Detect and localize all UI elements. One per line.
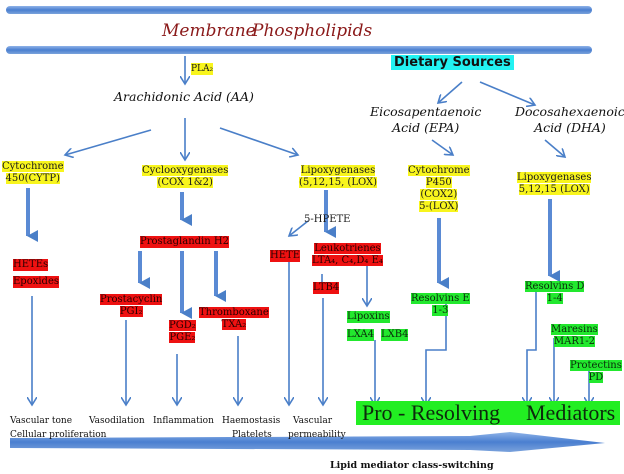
lox-line1: Lipoxygenases [300, 165, 376, 176]
lxa4: LXA4 [347, 329, 374, 341]
outcome-permeability: permeability [288, 430, 346, 440]
prostacyclin-line2: PGI₂ [119, 306, 143, 317]
cox-line1: Cyclooxygenases [142, 165, 229, 176]
resolvins-d-line2: 1-4 [546, 293, 563, 304]
epa-enz-line1: Cytochrome [408, 165, 470, 176]
epa-enz-line3: (COX2) [420, 189, 458, 200]
lox-line2: (5,12,15, (LOX) [299, 177, 378, 188]
thromboxane-line2: TXA₂ [221, 319, 247, 330]
epa-enz-line2: P450 [425, 177, 452, 188]
membrane-bar-top [6, 6, 592, 14]
pro-resolving-mediators-banner: Pro - Resolving Mediators [356, 401, 620, 425]
enzyme-lox: Lipoxygenases(5,12,15, (LOX) [299, 165, 378, 189]
resolvins-e-line1: Resolvins E [411, 293, 470, 304]
epoxides: Epoxides [13, 276, 60, 288]
title-membrane: Membrane [162, 21, 256, 41]
outcome-cellular-proliferation: Cellular proliferation [10, 430, 107, 440]
hpete-label: 5-HPETE [304, 214, 351, 225]
maresins-line1: Maresins [551, 324, 598, 335]
pge2: PGE₂ [169, 332, 196, 343]
prostacyclin-line1: Prostacyclin [100, 294, 163, 305]
dha-enz-line2: 5,12,15 (LOX) [518, 184, 590, 195]
mediators-text: Mediators [526, 400, 616, 425]
pgd2: PGD₂ [169, 320, 196, 331]
class-switching-arrow [10, 432, 605, 452]
outcome-vasodilation: Vasodilation [89, 416, 145, 426]
enzyme-pla2: PLA₂ [191, 63, 214, 75]
epa-line1: Eicosapentaenoic [370, 104, 482, 119]
membrane-bar-bottom [6, 46, 592, 54]
leukotrienes-line1: Leukotrienes [314, 243, 381, 254]
dha-line2: Acid (DHA) [534, 120, 606, 135]
hete: HETE [270, 250, 300, 262]
resolvins-d-line1: Resolvins D [525, 281, 585, 292]
outcome-vascular-tone: Vascular tone [10, 416, 73, 426]
lxb4: LXB4 [381, 329, 409, 341]
arachidonic-acid: Arachidonic Acid (AA) [114, 89, 254, 104]
footer-class-switching: Lipid mediator class-switching [330, 460, 494, 471]
thromboxane-line1: Thromboxane [199, 307, 269, 318]
dha-line1: Docosahexaenoic [515, 104, 624, 119]
pro-resolving-text: Pro - Resolving [362, 400, 501, 425]
ltb4: LTB4 [313, 282, 340, 294]
outcome-haemostasis: Haemostasis [222, 416, 281, 426]
protectins-line1: Protectins [570, 360, 622, 371]
protectins-line2: PD [588, 372, 604, 383]
epa-enz-line4: 5-(LOX) [419, 201, 459, 212]
leukotrienes-line2: LTA₄, C₄,D₄ E₄ [312, 255, 383, 266]
cox-line2: (COX 1&2) [157, 177, 213, 188]
maresins-line2: MAR1-2 [553, 336, 595, 347]
epa-line2: Acid (EPA) [392, 120, 460, 135]
dietary-sources: Dietary Sources [391, 55, 514, 70]
title-phospholipids: Phospholipids [252, 21, 373, 41]
cyp-line1: Cytochrome [2, 161, 64, 172]
hetes: HETEs [13, 259, 49, 271]
resolvins-e-line2: 1-3 [432, 305, 449, 316]
lipoxins: Lipoxins [347, 311, 390, 323]
outcome-platelets: Platelets [232, 430, 272, 440]
enzyme-cox: Cyclooxygenases(COX 1&2) [142, 165, 229, 189]
cyp-line2: 450(CYTP) [5, 173, 61, 184]
outcome-vascular: Vascular [293, 416, 333, 426]
outcome-inflammation: Inflammation [153, 416, 214, 426]
dha-enz-line1: Lipoxygenases [517, 172, 592, 183]
prostaglandin-h2: Prostaglandin H2 [140, 236, 229, 248]
